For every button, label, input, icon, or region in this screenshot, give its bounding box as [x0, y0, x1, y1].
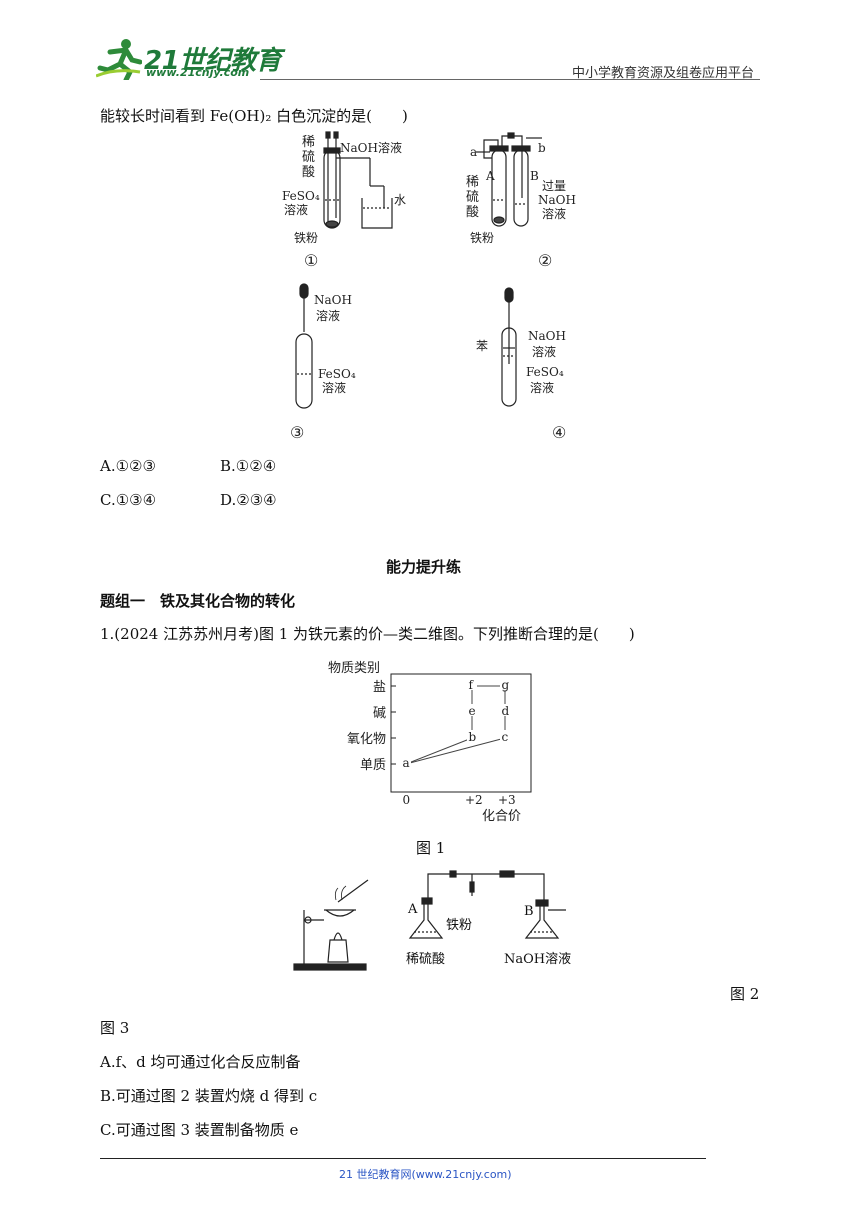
chart-point-d: d: [502, 704, 510, 718]
chart-point-g: g: [502, 678, 510, 692]
header-rule: [260, 79, 760, 80]
svg-text:溶液: 溶液: [532, 344, 556, 359]
section-title: 能力提升练: [386, 558, 462, 576]
svg-text:②: ②: [538, 251, 552, 270]
svg-text:NaOH: NaOH: [314, 293, 352, 307]
svg-text:NaOH: NaOH: [528, 329, 566, 343]
svg-text:酸: 酸: [302, 165, 315, 180]
fig2-caption: 图 2: [730, 985, 760, 1003]
fig2-label-a: A: [408, 902, 418, 917]
svg-text:b: b: [538, 141, 546, 155]
q1-text: 1.(2024 江苏苏州月考)图 1 为铁元素的价—类二维图。下列推断合理的是(…: [100, 625, 635, 643]
chart-point-bg: [500, 730, 510, 742]
chart-point-bg: [467, 704, 477, 716]
svg-text:铁粉: 铁粉: [294, 231, 318, 245]
svg-text:a: a: [470, 145, 477, 159]
svg-text:溶液: 溶液: [542, 206, 566, 221]
fig2-label-iron: 铁粉: [446, 918, 473, 933]
chart-point-c: c: [502, 730, 509, 744]
svg-text:苯: 苯: [476, 339, 488, 353]
apparatus-figures: 稀 硫 酸 NaOH溶液 FeSO₄ 溶液 水 铁粉 ① a b A B 稀 硫…: [282, 131, 576, 442]
logo-text: 21世纪教育: [144, 46, 282, 76]
svg-text:A: A: [485, 169, 495, 183]
fig1-caption: 图 1: [416, 839, 446, 857]
footer-text: 21 世纪教育网(www.21cnjy.com): [339, 1168, 512, 1181]
chart-xtick-label: +3: [498, 793, 516, 807]
svg-text:FeSO₄: FeSO₄: [526, 365, 564, 379]
chart-connector: [405, 737, 506, 765]
svg-text:NaOH溶液: NaOH溶液: [340, 140, 402, 155]
chart-point-b: b: [469, 730, 477, 744]
chart-point-bg: [500, 678, 510, 690]
chart-xlabel: 化合价: [482, 809, 521, 824]
fig2-label-b: B: [524, 904, 534, 919]
svg-text:硫: 硫: [302, 150, 315, 165]
svg-text:稀: 稀: [302, 135, 315, 150]
header: 21世纪教育 www.21cnjy.com 中小学教育资源及组卷应用平台: [0, 0, 860, 81]
svg-text:溶液: 溶液: [316, 308, 340, 323]
chart-point-bg: [467, 678, 477, 690]
svg-text:③: ③: [290, 423, 304, 442]
runner-logo-icon: [96, 39, 142, 80]
chart-connector: [405, 737, 473, 765]
svg-text:FeSO₄: FeSO₄: [318, 367, 356, 381]
chart-ytick-label: 氧化物: [347, 732, 386, 747]
fig3-caption: 图 3: [100, 1019, 130, 1037]
q1-option-c: C.可通过图 3 装置制备物质 e: [100, 1121, 299, 1139]
chart-ylabel: 物质类别: [328, 661, 380, 676]
option-c: C.①③④: [100, 491, 157, 509]
svg-text:酸: 酸: [466, 205, 479, 220]
apparatus-fig-2: [476, 132, 542, 227]
apparatus-fig-1: [323, 131, 393, 229]
svg-text:过量: 过量: [542, 179, 566, 193]
option-a: A.①②③: [100, 457, 156, 475]
svg-text:硫: 硫: [466, 190, 479, 205]
svg-text:FeSO₄: FeSO₄: [282, 189, 320, 203]
footer-rule: [100, 1158, 706, 1159]
svg-text:铁粉: 铁粉: [470, 231, 494, 245]
question-intro: 能较长时间看到 Fe(OH)₂ 白色沉淀的是( ): [100, 107, 408, 125]
chart-point-f: f: [469, 678, 475, 692]
svg-text:NaOH: NaOH: [538, 193, 576, 207]
chart-ytick-label: 盐: [373, 680, 386, 695]
svg-text:B: B: [530, 169, 539, 183]
chart-point-e: e: [469, 704, 476, 718]
fig2-apparatus: [408, 870, 566, 939]
q1-option-a: A.f、d 均可通过化合反应制备: [100, 1053, 301, 1071]
option-b: B.①②④: [220, 457, 277, 475]
svg-text:④: ④: [552, 423, 566, 442]
chart-point-bg: [500, 704, 510, 716]
group-title: 题组一 铁及其化合物的转化: [100, 592, 296, 610]
svg-text:水: 水: [394, 193, 406, 207]
svg-text:溶液: 溶液: [322, 380, 346, 395]
svg-text:稀: 稀: [466, 175, 479, 190]
chart-point-a: a: [403, 756, 410, 770]
chart-point-bg: [401, 756, 411, 768]
chart-ytick-label: 单质: [360, 758, 386, 773]
fig2-label-acid: 稀硫酸: [406, 952, 446, 967]
option-d: D.②③④: [220, 491, 277, 509]
svg-text:①: ①: [304, 251, 318, 270]
header-right-text: 中小学教育资源及组卷应用平台: [572, 66, 755, 81]
chart-xtick-label: +2: [465, 793, 483, 807]
apparatus-fig-3: [295, 283, 313, 409]
chart-frame: [390, 673, 532, 793]
fig2-label-naoh: NaOH溶液: [504, 952, 572, 967]
apparatus-fig-4: [501, 287, 517, 407]
logo-url: www.21cnjy.com: [146, 66, 250, 79]
svg-text:溶液: 溶液: [530, 380, 554, 395]
burner-apparatus: [293, 879, 369, 971]
svg-text:溶液: 溶液: [284, 202, 308, 217]
chart-xtick-label: 0: [403, 793, 411, 807]
chart-ytick-label: 碱: [373, 706, 386, 721]
q1-option-b: B.可通过图 2 装置灼烧 d 得到 c: [100, 1087, 318, 1105]
chart-point-bg: [467, 730, 477, 742]
